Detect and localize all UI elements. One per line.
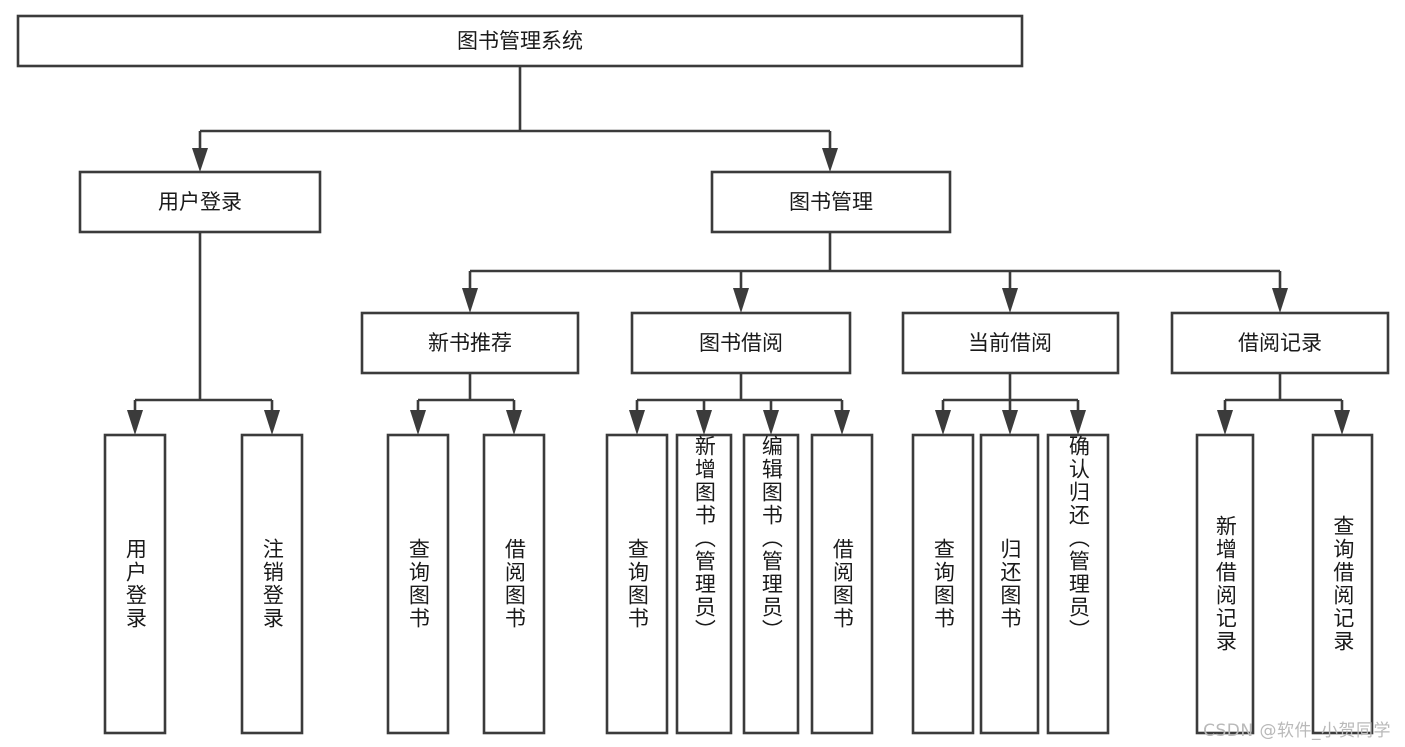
node-current-borrow[interactable] bbox=[901, 311, 1120, 375]
leaf-bb-add-book-admin[interactable] bbox=[675, 433, 733, 735]
csdn-watermark: CSDN @软件_小贺同学 bbox=[1203, 721, 1391, 741]
arrowhead-book-manage bbox=[822, 148, 838, 172]
arrowhead-br-add bbox=[1217, 410, 1233, 435]
node-user-login[interactable] bbox=[78, 170, 322, 234]
leaf-cb-query-book[interactable] bbox=[911, 433, 975, 735]
arrowhead-nb-query bbox=[410, 410, 426, 435]
leaf-bb-query-book[interactable] bbox=[605, 433, 669, 735]
node-new-book-recommend[interactable] bbox=[360, 311, 580, 375]
arrowhead-leaf-logout bbox=[264, 410, 280, 435]
leaf-br-add-record[interactable] bbox=[1195, 433, 1255, 735]
leaf-nb-query-book[interactable] bbox=[386, 433, 450, 735]
leaf-nb-borrow-book[interactable] bbox=[482, 433, 546, 735]
arrowhead-book-borrow bbox=[733, 288, 749, 313]
leaf-group bbox=[103, 433, 1374, 735]
leaf-bb-edit-book-admin[interactable] bbox=[742, 433, 800, 735]
leaf-user-login[interactable] bbox=[103, 433, 167, 735]
node-borrow-record[interactable] bbox=[1170, 311, 1390, 375]
arrowhead-cb-return bbox=[1002, 410, 1018, 435]
arrowhead-borrow-record bbox=[1272, 288, 1288, 313]
node-book-management-label: 图书管理 bbox=[789, 190, 873, 214]
leaf-bb-borrow-book[interactable] bbox=[810, 433, 874, 735]
node-root-label: 图书管理系统 bbox=[457, 29, 583, 53]
node-new-book-recommend-label: 新书推荐 bbox=[428, 331, 512, 355]
node-book-management[interactable] bbox=[710, 170, 952, 234]
arrowhead-user-login bbox=[192, 148, 208, 172]
node-book-borrow[interactable] bbox=[630, 311, 852, 375]
arrowhead-current-borrow bbox=[1002, 288, 1018, 313]
leaf-cb-confirm-return-admin[interactable] bbox=[1046, 433, 1110, 735]
node-group: 图书管理系统 用户登录 图书管理 新书推荐 图书借阅 当前借阅 借阅记录 bbox=[16, 14, 1390, 375]
arrowhead-new-book bbox=[462, 288, 478, 313]
node-user-login-label: 用户登录 bbox=[158, 190, 242, 214]
arrowhead-cb-query bbox=[935, 410, 951, 435]
node-book-borrow-label: 图书借阅 bbox=[699, 331, 783, 355]
arrowhead-nb-borrow bbox=[506, 410, 522, 435]
arrowhead-br-query bbox=[1334, 410, 1350, 435]
arrowhead-bb-edit bbox=[763, 410, 779, 435]
connector-group bbox=[127, 66, 1350, 435]
arrowhead-cb-confirm bbox=[1070, 410, 1086, 435]
arrowhead-bb-add bbox=[696, 410, 712, 435]
leaf-br-query-record[interactable] bbox=[1311, 433, 1374, 735]
node-root-book-management-system[interactable] bbox=[16, 14, 1024, 68]
node-current-borrow-label: 当前借阅 bbox=[968, 331, 1052, 355]
arrowhead-bb-query bbox=[629, 410, 645, 435]
arrowhead-leaf-user-login bbox=[127, 410, 143, 435]
leaf-logout[interactable] bbox=[240, 433, 304, 735]
arrowhead-bb-borrow bbox=[834, 410, 850, 435]
node-borrow-record-label: 借阅记录 bbox=[1238, 331, 1322, 355]
leaf-cb-return-book[interactable] bbox=[979, 433, 1040, 735]
